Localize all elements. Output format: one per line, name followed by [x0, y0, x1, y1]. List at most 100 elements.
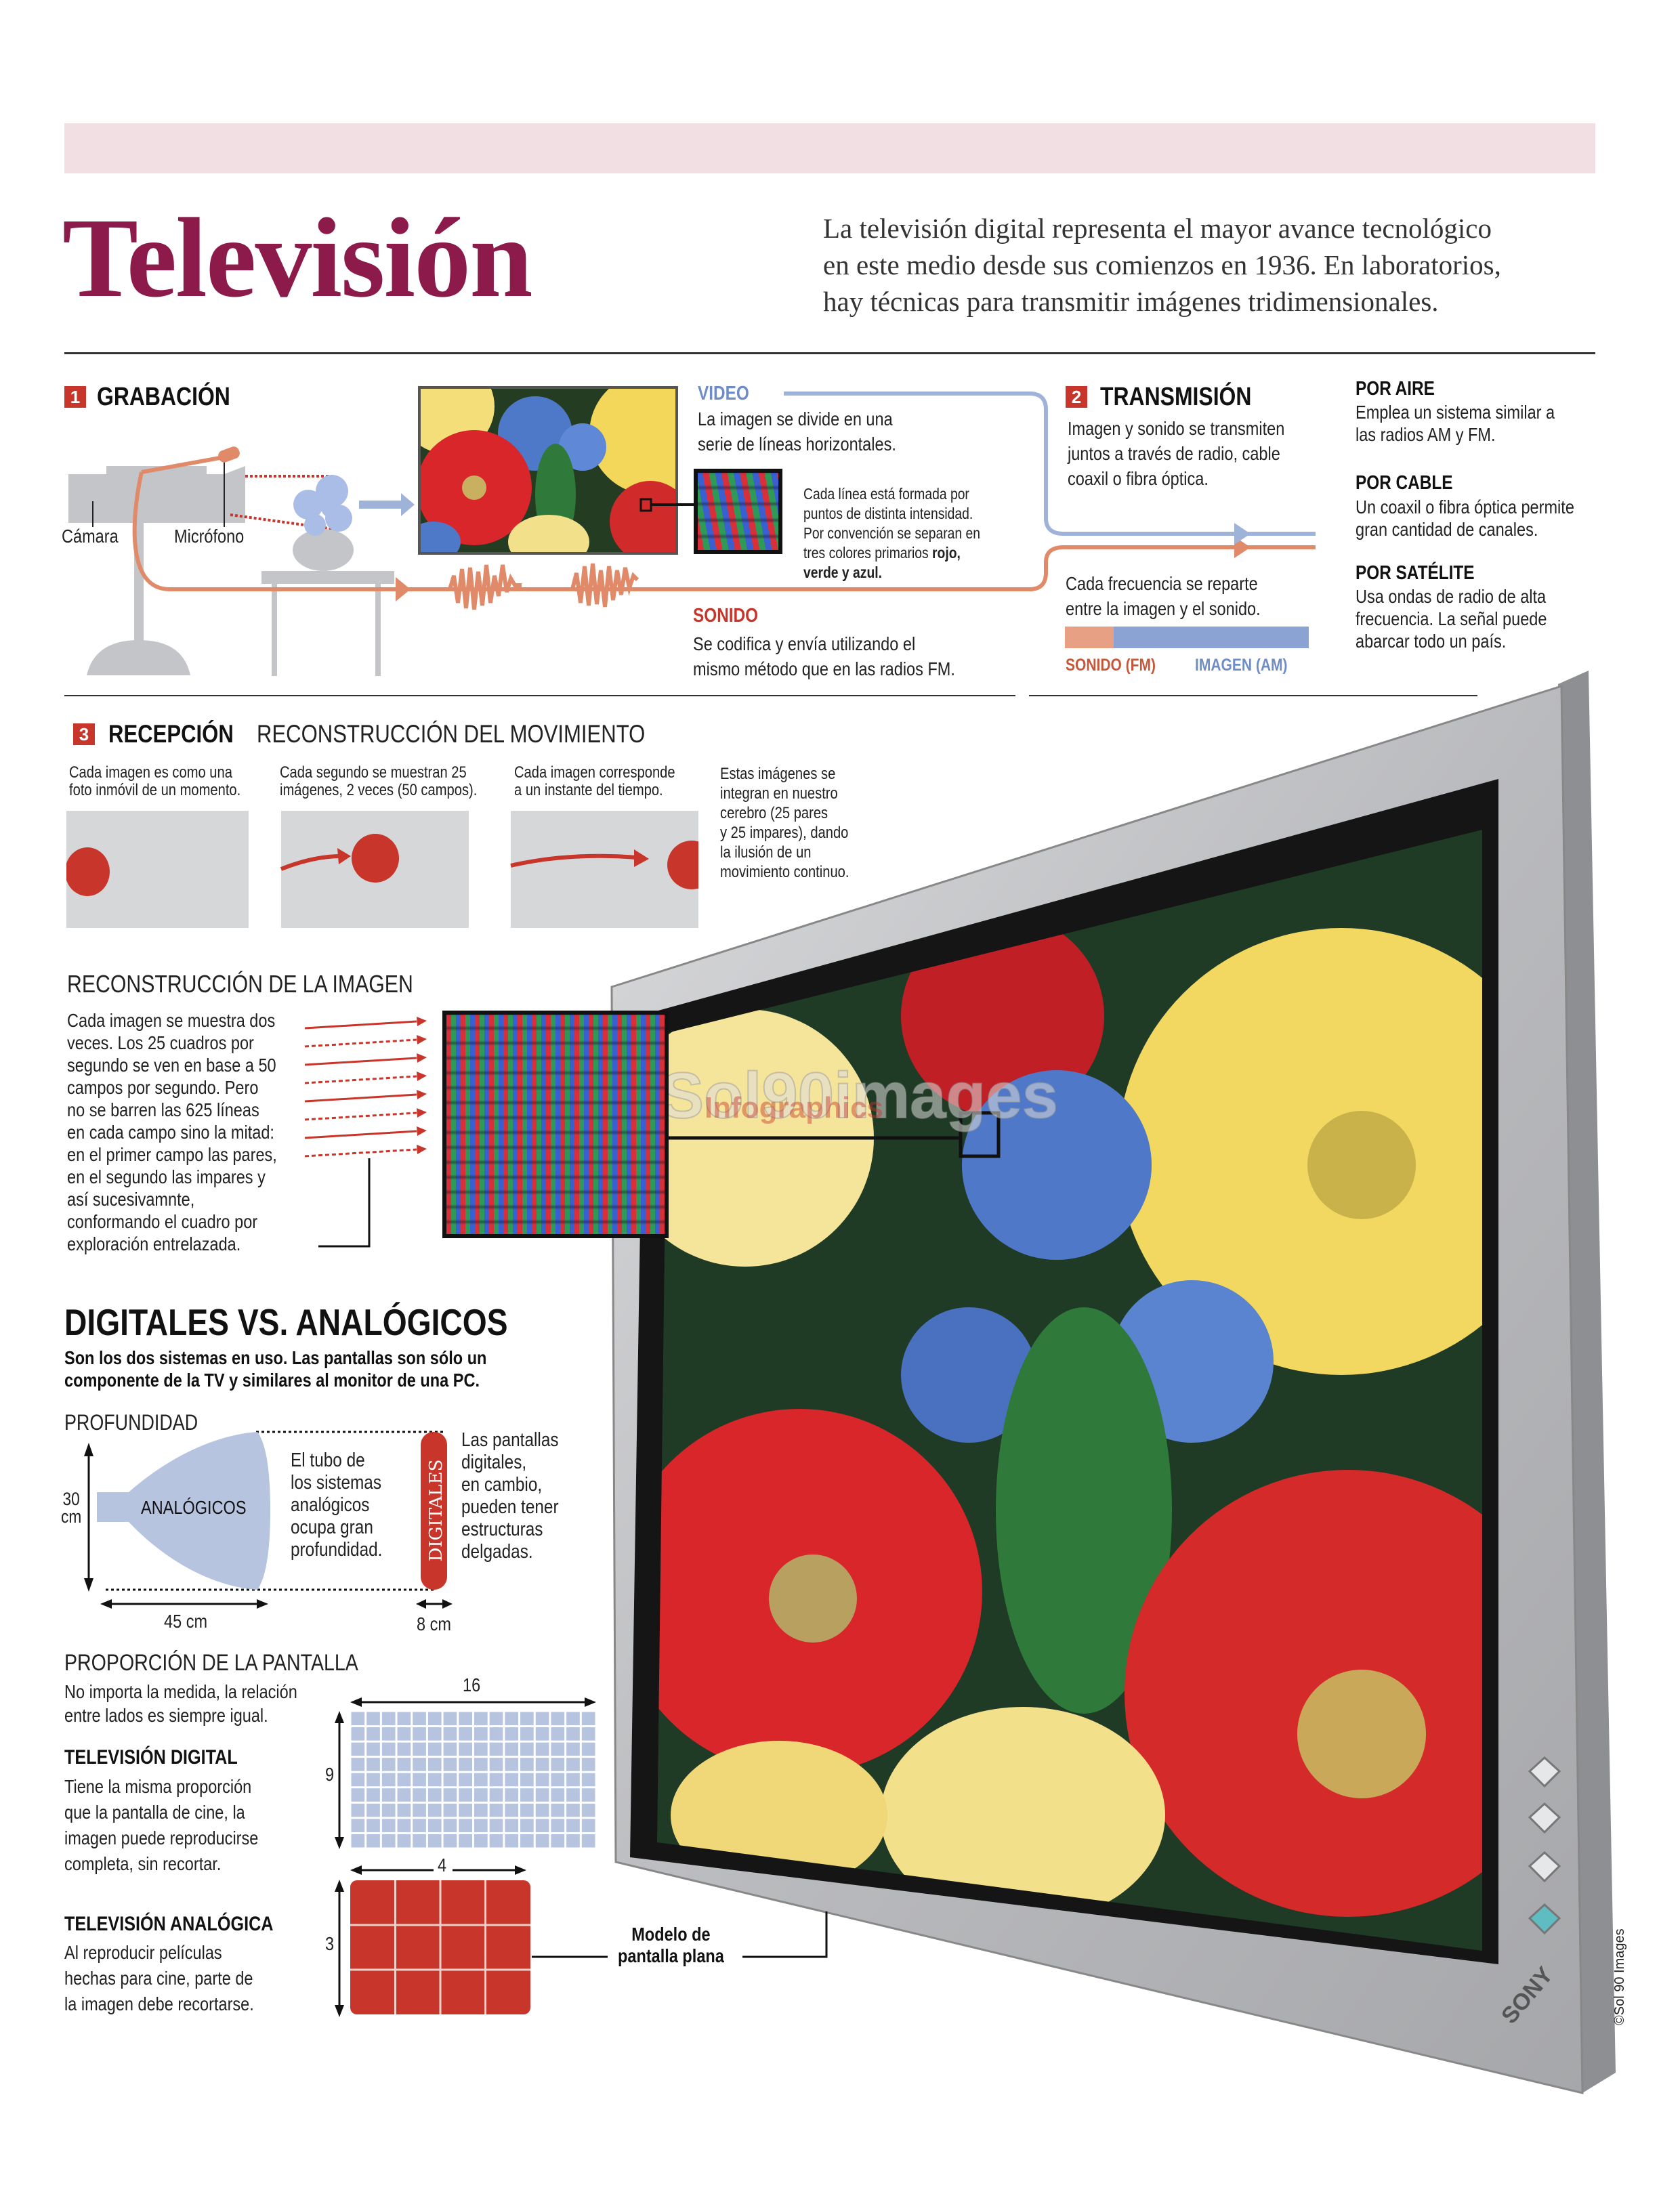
- digital-grid-cell: [581, 1727, 595, 1741]
- digital-grid-cell: [520, 1712, 534, 1726]
- scanlines-image: [442, 1011, 669, 1238]
- digital-grid-cell: [413, 1788, 426, 1802]
- digital-grid-cell: [551, 1727, 565, 1741]
- motion-frames: [66, 811, 698, 928]
- page-title: Televisión: [62, 195, 533, 321]
- scan-arrowhead: [417, 1017, 427, 1026]
- digital-grid-cell: [566, 1803, 580, 1817]
- digital-grid-cell: [489, 1773, 503, 1787]
- digital-grid-cell: [581, 1803, 595, 1817]
- digital-grid-cell: [459, 1727, 472, 1741]
- digital-grid-cell: [366, 1773, 380, 1787]
- microphone-icon: [141, 446, 240, 474]
- digital-grid-cell: [581, 1819, 595, 1832]
- tv-caption-line-2: [742, 1911, 828, 1958]
- digital-grid-cell: [413, 1712, 426, 1726]
- intro-text: La televisión digital representa el mayo…: [823, 213, 1501, 317]
- photo-credit: ©Sol 90 Images: [1612, 1928, 1627, 2025]
- digital-grid-cell: [474, 1742, 488, 1756]
- tv-side-panel: [1558, 671, 1616, 2093]
- digital-grid-cell: [505, 1727, 519, 1741]
- digital-grid-cell: [397, 1742, 411, 1756]
- flower-photo: [419, 387, 677, 553]
- digital-grid-cell: [551, 1788, 565, 1802]
- section-title-transmision: TRANSMISIÓN: [1100, 383, 1252, 411]
- digital-grid-cell: [520, 1773, 534, 1787]
- digital-grid-cell: [413, 1803, 426, 1817]
- frequency-bar: [1065, 627, 1309, 648]
- digital-grid-cell: [381, 1803, 396, 1817]
- camera-icon: [68, 466, 245, 675]
- scan-arrowhead: [417, 1072, 427, 1081]
- camera-label: Cámara: [62, 526, 119, 547]
- digital-grid-cell: [535, 1773, 549, 1787]
- scan-arrow: [304, 1075, 417, 1084]
- line-text-colors: rojo, verde y azul.: [803, 544, 961, 581]
- digital-grid-cell: [535, 1834, 549, 1848]
- sound-title: SONIDO: [693, 605, 759, 627]
- digital-grid-cell: [397, 1773, 411, 1787]
- digital-grid-cell: [459, 1742, 472, 1756]
- digital-grid-cell: [474, 1727, 488, 1741]
- scan-arrowhead: [417, 1053, 427, 1063]
- method-text-satellite: Usa ondas de radio de alta frecuencia. L…: [1356, 586, 1547, 652]
- tv-power-button: [1528, 1903, 1561, 1935]
- digital-grid-cell: [474, 1758, 488, 1771]
- frequency-text: Cada frecuencia se reparte entre la imag…: [1066, 573, 1261, 619]
- digital-grid-cell: [581, 1742, 595, 1756]
- tv-caption: Modelo de pantalla plana: [618, 1924, 724, 1966]
- ball-2: [352, 834, 399, 883]
- digital-grid-cell: [351, 1773, 365, 1787]
- tv-zoom-marker: [959, 1111, 1001, 1158]
- digital-grid-cell: [351, 1712, 365, 1726]
- digital-grid-cell: [443, 1834, 457, 1848]
- photo-frame: [418, 386, 678, 555]
- digital-grid-cell: [566, 1819, 580, 1832]
- digital-grid-cell: [520, 1834, 534, 1848]
- digital-grid-cell: [520, 1758, 534, 1771]
- scan-arrow: [304, 1148, 417, 1158]
- digital-grid-cell: [581, 1773, 595, 1787]
- digital-grid-cell: [459, 1758, 472, 1771]
- digital-grid-cell: [381, 1712, 396, 1726]
- digital-grid-cell: [520, 1742, 534, 1756]
- digital-grid-cell: [443, 1758, 457, 1771]
- digital-height-label: 9: [325, 1764, 335, 1785]
- mic-label: Micrófono: [174, 526, 245, 547]
- digital-grid-cell: [489, 1712, 503, 1726]
- scan-arrowhead: [417, 1126, 427, 1136]
- digital-grid-cell: [566, 1758, 580, 1771]
- height-label: 30 cm: [61, 1489, 82, 1527]
- line-text: Cada línea está formada por puntos de di…: [803, 465, 980, 583]
- analog-tv-title: TELEVISIÓN ANALÓGICA: [64, 1913, 274, 1935]
- image-am-label: IMAGEN (AM): [1195, 656, 1288, 675]
- scan-arrowhead: [417, 1108, 427, 1118]
- digital-grid-cell: [366, 1742, 380, 1756]
- digital-grid-cell: [381, 1788, 396, 1802]
- digital-grid-cell: [366, 1712, 380, 1726]
- digital-grid-cell: [581, 1834, 595, 1848]
- digital-grid-cell: [351, 1788, 365, 1802]
- digital-grid-cell: [566, 1727, 580, 1741]
- tv-button-1: [1528, 1756, 1561, 1788]
- sound-text: Se codifica y envía utilizando el mismo …: [693, 633, 955, 679]
- table-icon: [261, 571, 394, 676]
- section-number-3: 3: [73, 723, 95, 745]
- line-zoom-image: [694, 469, 782, 554]
- analog-tv-text: Al reproducir películas hechas para cine…: [64, 1942, 254, 2014]
- caption-2: Cada segundo se muestran 25 imágenes, 2 …: [280, 763, 478, 799]
- scan-arrow: [304, 1020, 417, 1030]
- digital-grid-cell: [443, 1773, 457, 1787]
- digital-grid-cell: [535, 1758, 549, 1771]
- depth-title: PROFUNDIDAD: [64, 1410, 198, 1435]
- digital-grid-cell: [535, 1727, 549, 1741]
- digital-grid-cell: [381, 1758, 396, 1771]
- line-text-body: Cada línea está formada por puntos de di…: [803, 485, 980, 562]
- proportion-diagram: [335, 1697, 596, 2017]
- digital-grid-cell: [366, 1803, 380, 1817]
- section-number-2: 2: [1066, 386, 1087, 408]
- digital-grid-cell: [366, 1788, 380, 1802]
- ball-1: [66, 847, 110, 896]
